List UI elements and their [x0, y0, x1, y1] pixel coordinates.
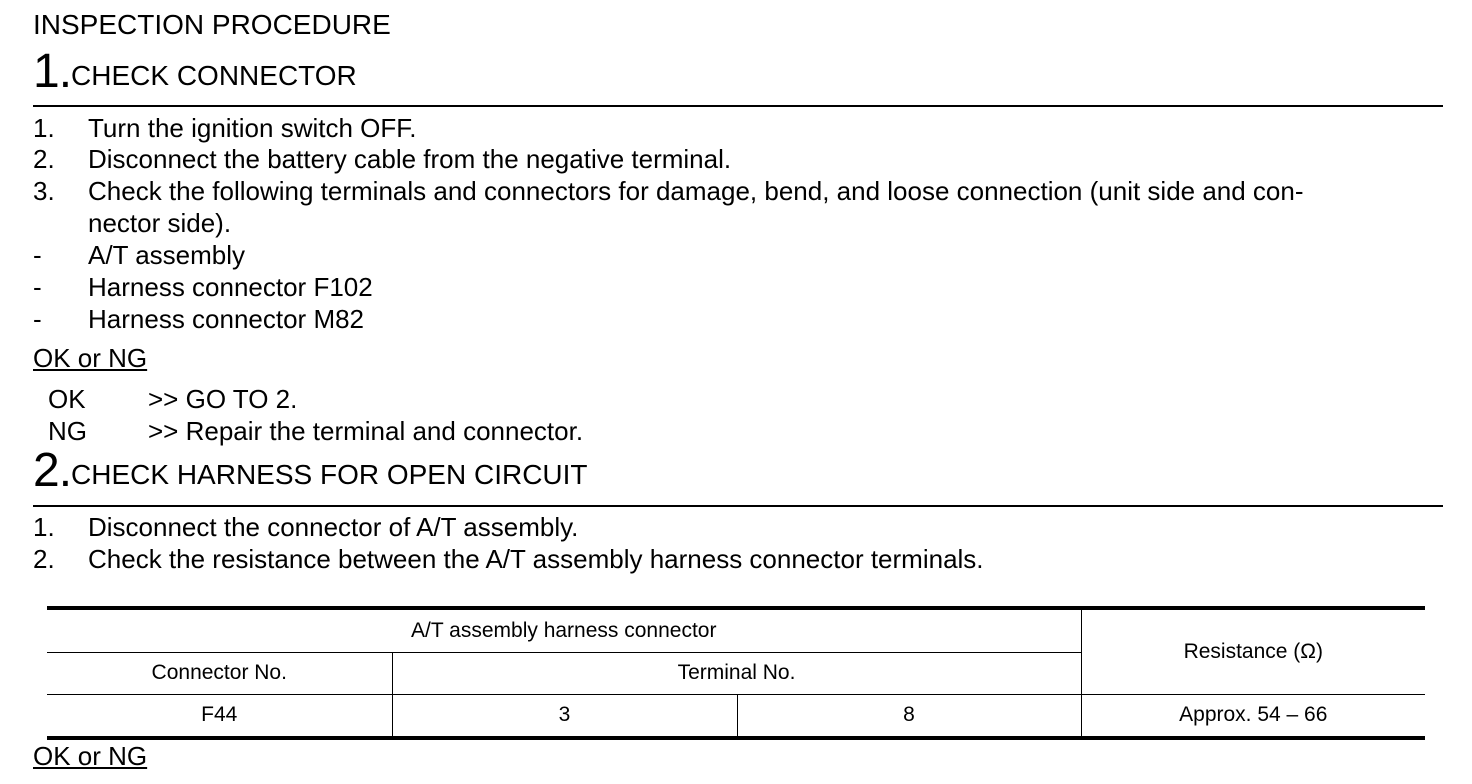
resistance-spec-table: A/T assembly harness connector Resistanc…	[47, 606, 1426, 740]
table-cell-connector: F44	[47, 694, 393, 740]
list-item: -Harness connector F102	[33, 272, 373, 302]
result-status: NG	[48, 416, 87, 446]
table-cell-terminal-a: 3	[392, 694, 738, 740]
table-resistance-header: Resistance (Ω)	[1081, 606, 1426, 695]
step-2-heading: 2.CHECK HARNESS FOR OPEN CIRCUIT	[33, 447, 588, 495]
list-item: 1.Disconnect the connector of A/T assemb…	[33, 512, 579, 542]
list-item: -Harness connector M82	[33, 304, 365, 334]
result-action: >> Repair the terminal and connector.	[148, 416, 584, 446]
list-item: 3.Check the following terminals and conn…	[33, 176, 1304, 206]
step-1-title: CHECK CONNECTOR	[71, 60, 357, 91]
step-1-rule	[33, 105, 1443, 107]
table-connector-header: Connector No.	[47, 652, 393, 695]
result-action: >> GO TO 2.	[148, 384, 298, 414]
list-item: -A/T assembly	[33, 240, 246, 270]
step-2-ok-ng-label: OK or NG	[33, 741, 148, 771]
table-row: F44 3 8 Approx. 54 – 66	[47, 694, 1426, 740]
table-cell-resistance: Approx. 54 – 66	[1081, 694, 1426, 740]
table-cell-terminal-b: 8	[737, 694, 1082, 740]
list-item: 2.Disconnect the battery cable from the …	[33, 144, 732, 174]
list-item: 1.Turn the ignition switch OFF.	[33, 113, 417, 143]
step-2-title: CHECK HARNESS FOR OPEN CIRCUIT	[71, 459, 588, 490]
step-1-heading: 1.CHECK CONNECTOR	[33, 48, 357, 96]
table-group-header: A/T assembly harness connector	[47, 606, 1082, 653]
list-item: nector side).	[88, 208, 232, 238]
table-terminal-header: Terminal No.	[392, 652, 1082, 695]
step-1-ok-ng-label: OK or NG	[33, 343, 148, 373]
step-2-rule	[33, 505, 1443, 507]
result-status: OK	[48, 384, 86, 414]
procedure-heading: INSPECTION PROCEDURE	[33, 9, 391, 40]
step-2-number: 2.	[33, 444, 72, 497]
step-1-number: 1.	[33, 45, 72, 98]
list-item: 2.Check the resistance between the A/T a…	[33, 544, 984, 574]
